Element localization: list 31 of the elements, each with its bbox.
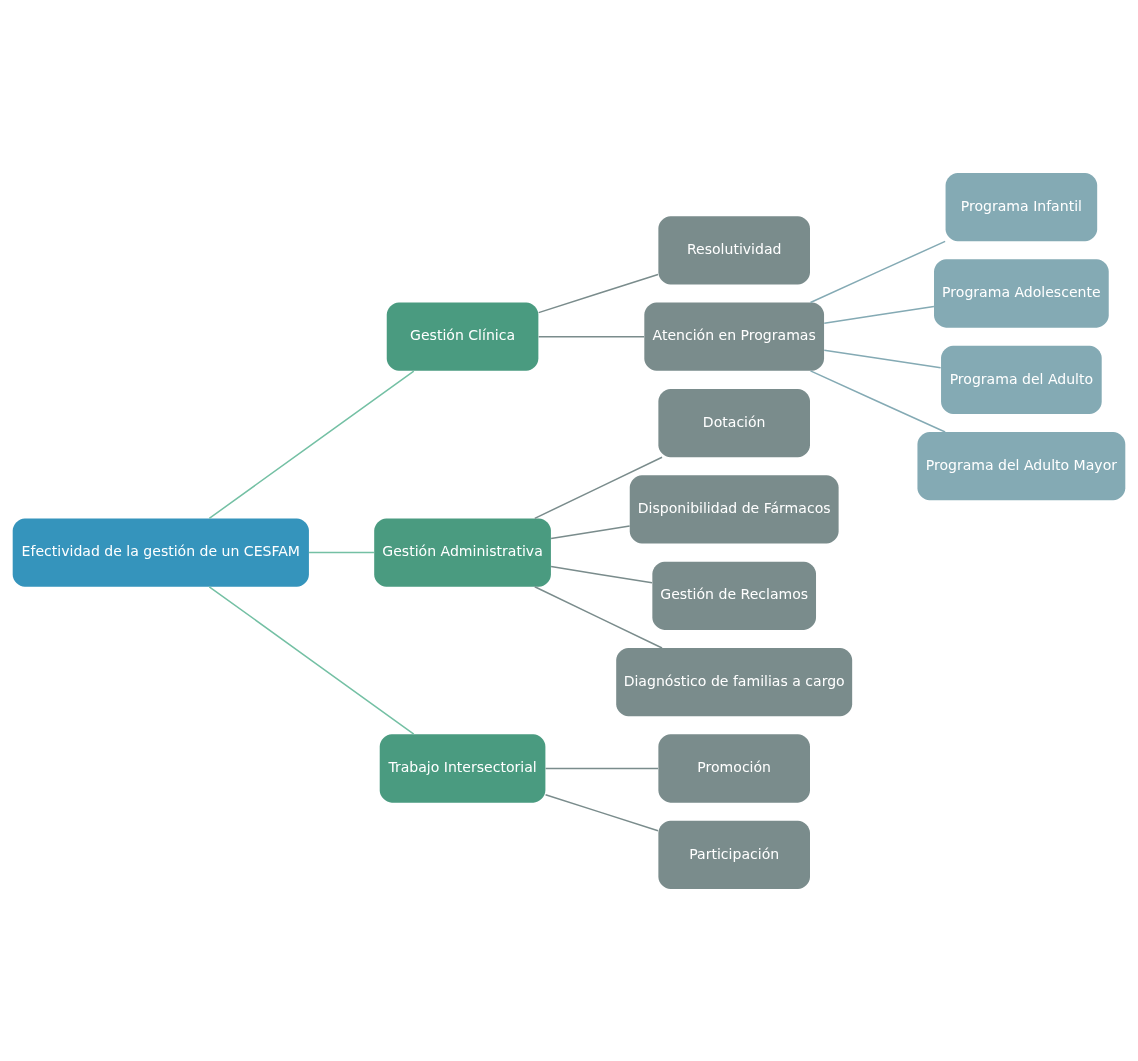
connector [809,240,946,303]
connector [534,455,663,519]
node-box: Programa del Adulto [941,345,1102,414]
connector [544,793,659,831]
node-box: Disponibilidad de Fármacos [629,474,839,544]
node-box: Diagnóstico de familias a cargo [616,647,853,716]
node-box: Promoción [658,733,810,803]
connector [537,335,645,337]
node-box: Participación [658,820,810,889]
node-box: Atención en Programas [644,302,825,371]
connector [537,273,659,313]
connector [208,369,415,519]
node-box: Trabajo Intersectorial [379,733,546,803]
connector [823,348,942,369]
node-box: Resolutividad [658,215,810,284]
connector [550,524,631,539]
connector [823,305,935,324]
connector [544,767,659,769]
node-box: Gestión Clínica [386,302,539,371]
node-box: Programa Adolescente [934,258,1109,328]
connector [208,585,415,735]
node-box: Dotación [658,388,810,457]
node-box: Gestión Administrativa [374,517,551,587]
node-box: Programa del Adulto Mayor [917,431,1126,500]
connector [550,565,653,584]
node-box: Programa Infantil [945,172,1098,241]
node-box: Gestión de Reclamos [652,561,816,630]
connector [809,369,946,433]
node-box: Efectividad de la gestión de un CESFAM [12,517,309,587]
connector [534,585,663,649]
connector [308,551,375,553]
